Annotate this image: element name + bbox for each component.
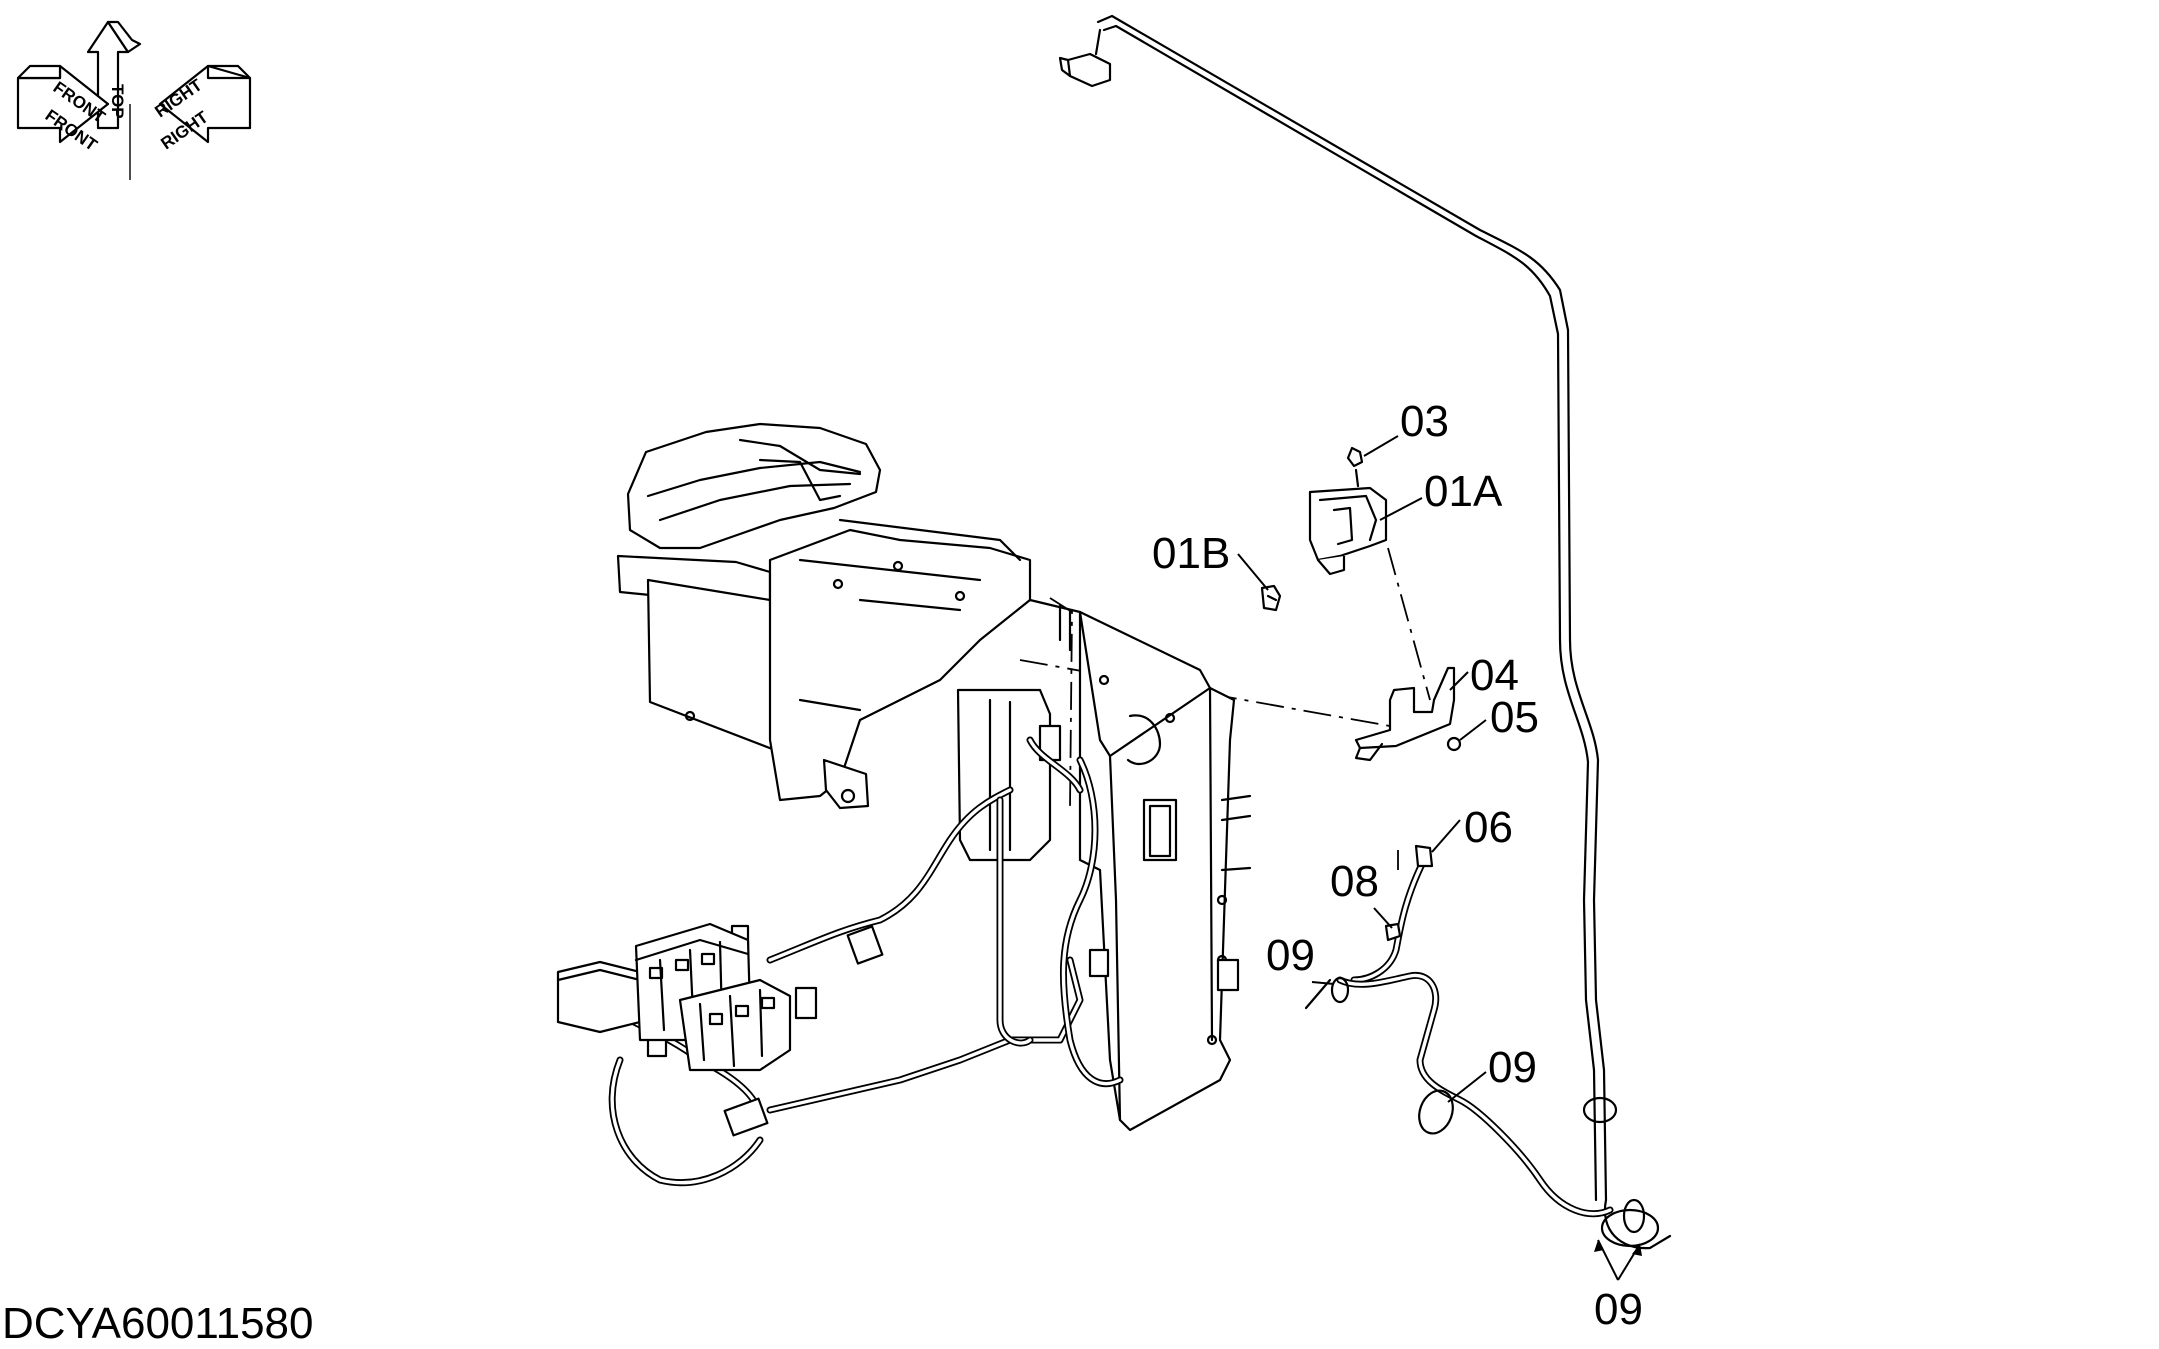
label-06: 06 bbox=[1464, 803, 1513, 852]
label-09-b: 09 bbox=[1488, 1043, 1537, 1092]
part-04-bracket bbox=[1354, 666, 1456, 762]
label-08: 08 bbox=[1330, 857, 1379, 906]
label-01A: 01A bbox=[1424, 467, 1503, 516]
part-03-screw bbox=[1346, 446, 1364, 468]
orientation-icon: TOP FRONT FRONT RIGHT RIGHT bbox=[16, 20, 252, 180]
part-08-clip bbox=[1384, 922, 1402, 942]
part-05-nut bbox=[1446, 736, 1462, 752]
part-number-labels: 03 01A 01B 04 05 06 08 09 09 09 bbox=[1152, 397, 1643, 1334]
label-03: 03 bbox=[1400, 397, 1449, 446]
leader-lines bbox=[1237, 435, 1642, 1281]
label-05: 05 bbox=[1490, 693, 1539, 742]
label-09-a: 09 bbox=[1266, 931, 1315, 980]
label-04: 04 bbox=[1470, 651, 1519, 700]
label-01B: 01B bbox=[1152, 529, 1230, 578]
console-assembly bbox=[616, 422, 1032, 810]
part-09-ties bbox=[1330, 976, 1646, 1234]
long-wire-harness bbox=[1058, 14, 1672, 1250]
label-09-c: 09 bbox=[1594, 1285, 1643, 1334]
fuse-relay-block bbox=[556, 922, 792, 1072]
part-01A-bracket bbox=[1308, 468, 1388, 576]
document-id: DCYA60011580 bbox=[2, 1299, 313, 1344]
part-01B-clip bbox=[1260, 584, 1282, 612]
orientation-top-label: TOP bbox=[108, 84, 127, 119]
control-stand-frame bbox=[956, 598, 1252, 1132]
